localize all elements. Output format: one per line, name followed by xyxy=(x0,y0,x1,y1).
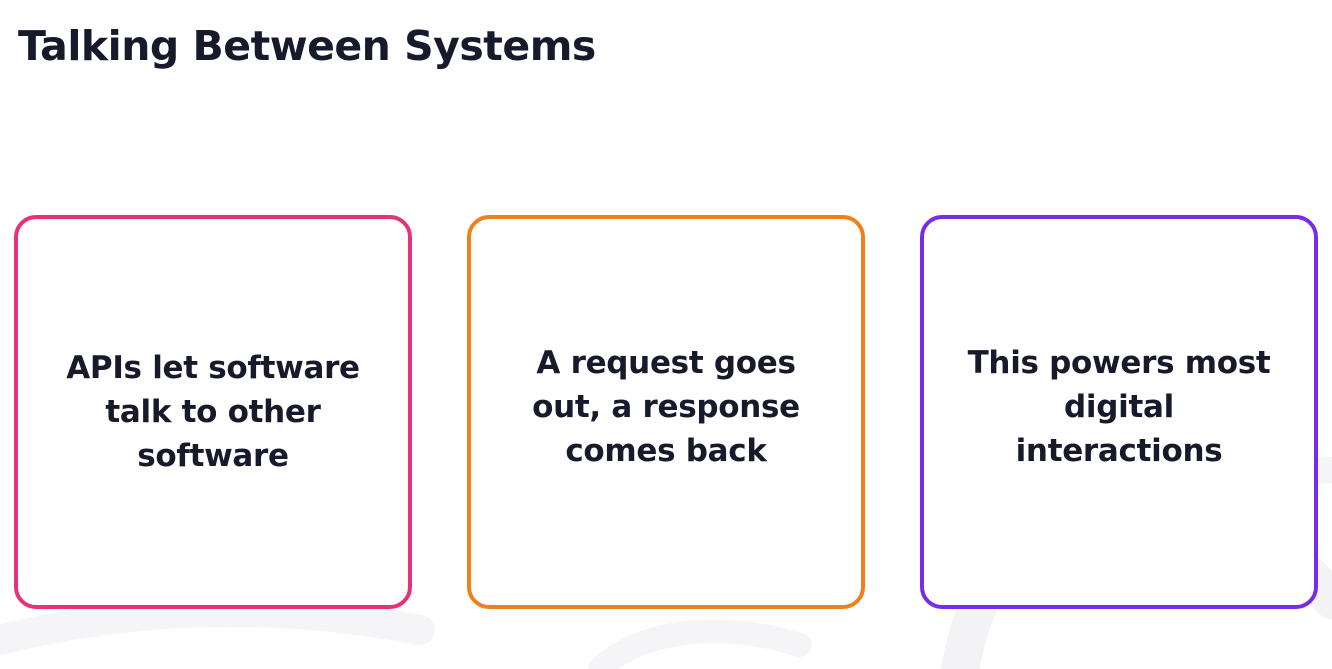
card-text: This powers most digital interactions xyxy=(967,344,1271,469)
card-text: A request goes out, a response comes bac… xyxy=(532,344,800,469)
card-digital-interactions: This powers most digital interactions xyxy=(920,215,1318,609)
card-request-response: A request goes out, a response comes bac… xyxy=(467,215,865,609)
card-apis: APIs let software talk to other software xyxy=(14,215,412,609)
card-text: APIs let software talk to other software xyxy=(66,350,360,474)
slide-title: Talking Between Systems xyxy=(18,22,596,70)
